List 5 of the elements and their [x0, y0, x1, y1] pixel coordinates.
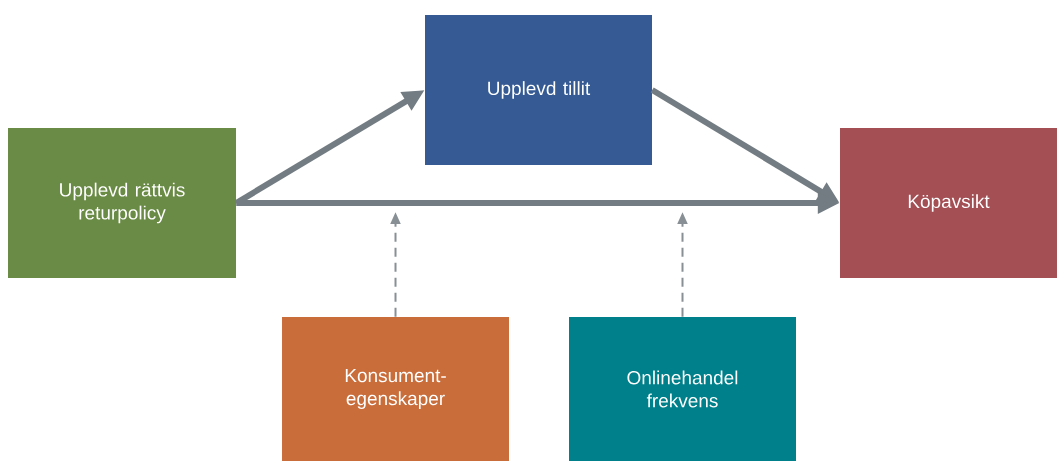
process-box: Onlinehandel frekvens	[569, 317, 796, 461]
process-box: Upplevd tillit	[425, 15, 652, 165]
process-box: Konsument-egenskaper	[282, 317, 509, 461]
process-box: Upplevd rättvis returpolicy	[8, 128, 236, 278]
process-box: Köpavsikt	[840, 128, 1057, 278]
